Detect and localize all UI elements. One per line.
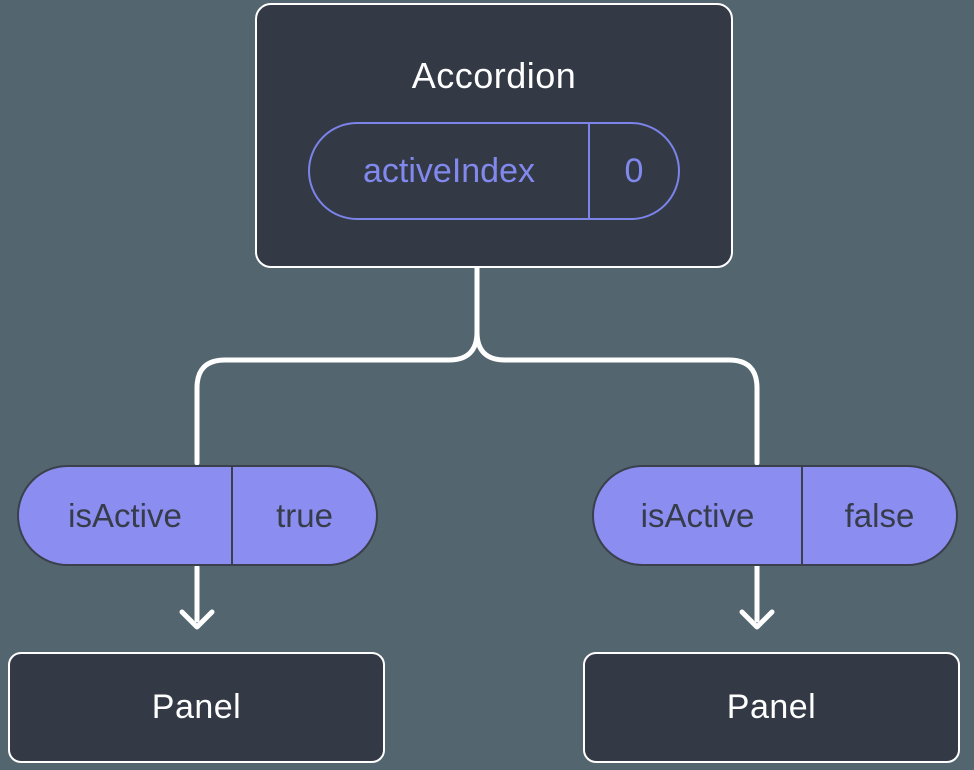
state-pill-value: 0 [588,124,678,218]
accordion-node: Accordion activeIndex 0 [255,3,733,268]
arrow-down-icon-right [739,609,775,630]
accordion-node-title: Accordion [411,55,577,96]
is-active-pill-true: isActive true [17,465,378,566]
state-pill-value: true [231,467,376,564]
is-active-pill-false: isActive false [592,465,958,566]
arrow-down-icon-left [179,609,215,630]
panel-node-right: Panel [583,652,960,763]
state-pill-label: isActive [68,496,182,534]
state-pill-value: false [801,467,956,564]
panel-node-title: Panel [726,688,817,726]
connector-right-branch [474,263,760,466]
state-pill-label: activeIndex [363,151,535,190]
panel-node-title: Panel [151,688,242,726]
connector-left-branch [194,263,480,466]
state-pill-label: isActive [640,496,755,534]
panel-node-left: Panel [8,652,385,763]
active-index-state-pill: activeIndex 0 [308,122,680,220]
